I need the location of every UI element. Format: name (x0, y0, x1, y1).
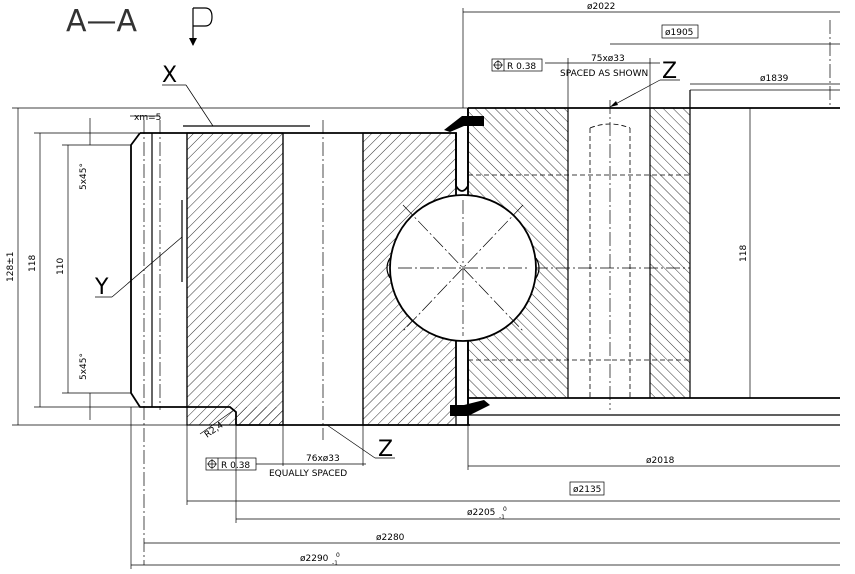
dim-diameter-1839: ø1839 (760, 74, 789, 84)
callout-z-top: Z (662, 59, 677, 84)
dim-chamfer-bottom: 5x45° (79, 353, 89, 380)
dim-diameter-2280: ø2280 (376, 533, 405, 543)
dim-diameter-2205-tol: -1 (499, 514, 505, 521)
section-view-label: A—A (66, 4, 138, 39)
callout-y-leader (95, 200, 183, 298)
position-tolerance-top-frame (491, 58, 543, 72)
dim-diameter-2018: ø2018 (646, 456, 675, 466)
dim-diameter-2290-tol: -1 (332, 560, 338, 567)
inner-ring (130, 120, 470, 565)
dim-diameter-2205: ø2205 (467, 508, 495, 518)
left-dimensions (12, 107, 468, 426)
dim-diameter-2135: ø2135 (573, 485, 601, 495)
dim-holes-top: 75xø33 (591, 54, 625, 64)
bottom-diameter-dimensions (130, 407, 840, 569)
callout-x: X (162, 63, 177, 88)
dim-diameter-2022: ø2022 (587, 2, 615, 12)
top-seal (444, 116, 484, 132)
bottom-seal (450, 400, 490, 416)
inner-ring-hatch-left (186, 132, 284, 426)
dim-height-118-left: 118 (28, 255, 38, 272)
callout-z-bottom-leader (326, 424, 395, 459)
callout-x-leader (162, 84, 310, 127)
dim-xm: xm=5 (134, 113, 161, 123)
callout-y: Y (94, 275, 109, 300)
top-diameter-dimensions (462, 8, 840, 398)
callout-z-top-leader (609, 79, 680, 108)
dim-diameter-1905: ø1905 (665, 28, 693, 38)
position-tolerance-bottom-frame (205, 425, 366, 471)
callout-z-bottom: Z (378, 437, 393, 462)
dim-diameter-2290: ø2290 (300, 554, 329, 564)
dim-height-118-right: 118 (739, 245, 749, 262)
dim-diameter-2205-tol-top: 0 (503, 506, 507, 513)
dim-holes-top-note: SPACED AS SHOWN (560, 69, 648, 79)
ball-element (386, 108, 540, 407)
view-direction-symbol (189, 7, 213, 46)
dim-diameter-2290-tol-top: 0 (336, 552, 340, 559)
dim-height-110: 110 (56, 258, 66, 275)
dim-holes-bottom: 76xø33 (306, 454, 340, 464)
position-tolerance-top: R 0.38 (507, 62, 536, 72)
dim-chamfer-top: 5x45° (79, 163, 89, 190)
dim-height-128: 128±1 (6, 252, 16, 282)
dim-holes-bottom-note: EQUALLY SPACED (269, 469, 347, 479)
